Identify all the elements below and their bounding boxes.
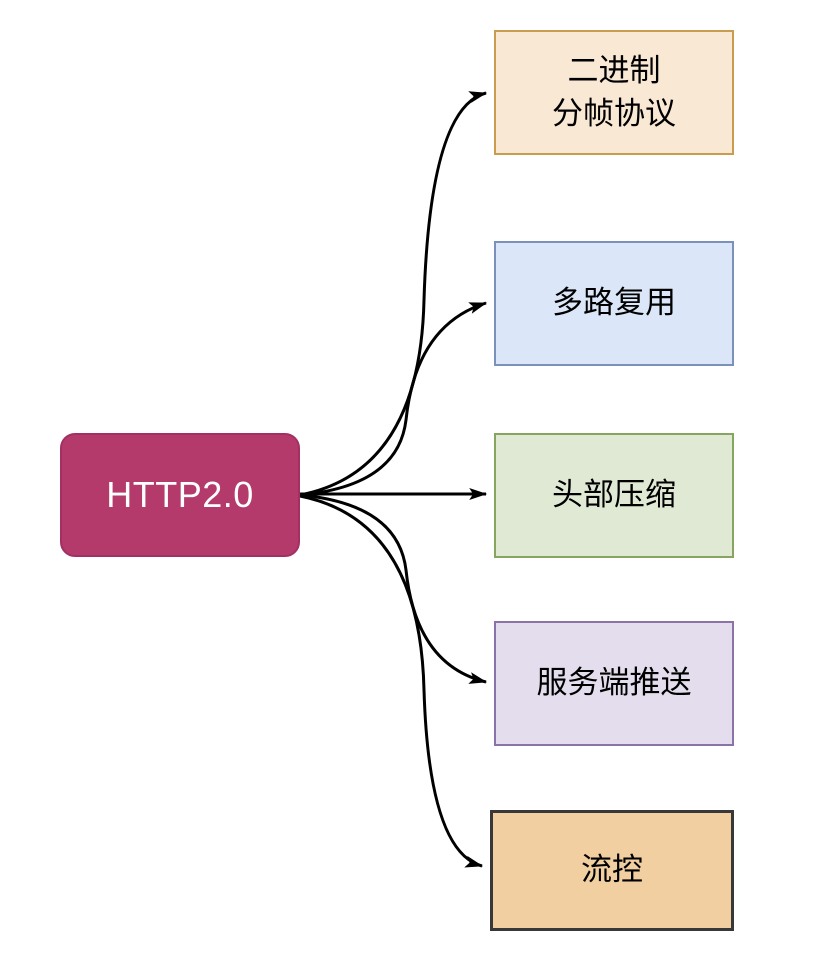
node-server-push: 服务端推送	[494, 621, 734, 746]
edge-to-server-push	[299, 493, 488, 684]
edge-to-flow-control	[299, 494, 484, 868]
node-http2: HTTP2.0	[60, 433, 300, 557]
edge-group	[299, 91, 488, 868]
node-binary-framing: 二进制 分帧协议	[494, 30, 734, 155]
edge-to-multiplexing	[299, 301, 488, 497]
node-flow-control: 流控	[490, 810, 734, 931]
node-multiplexing: 多路复用	[494, 241, 734, 366]
edge-to-binary-framing	[299, 91, 488, 497]
node-header-compression: 头部压缩	[494, 433, 734, 558]
